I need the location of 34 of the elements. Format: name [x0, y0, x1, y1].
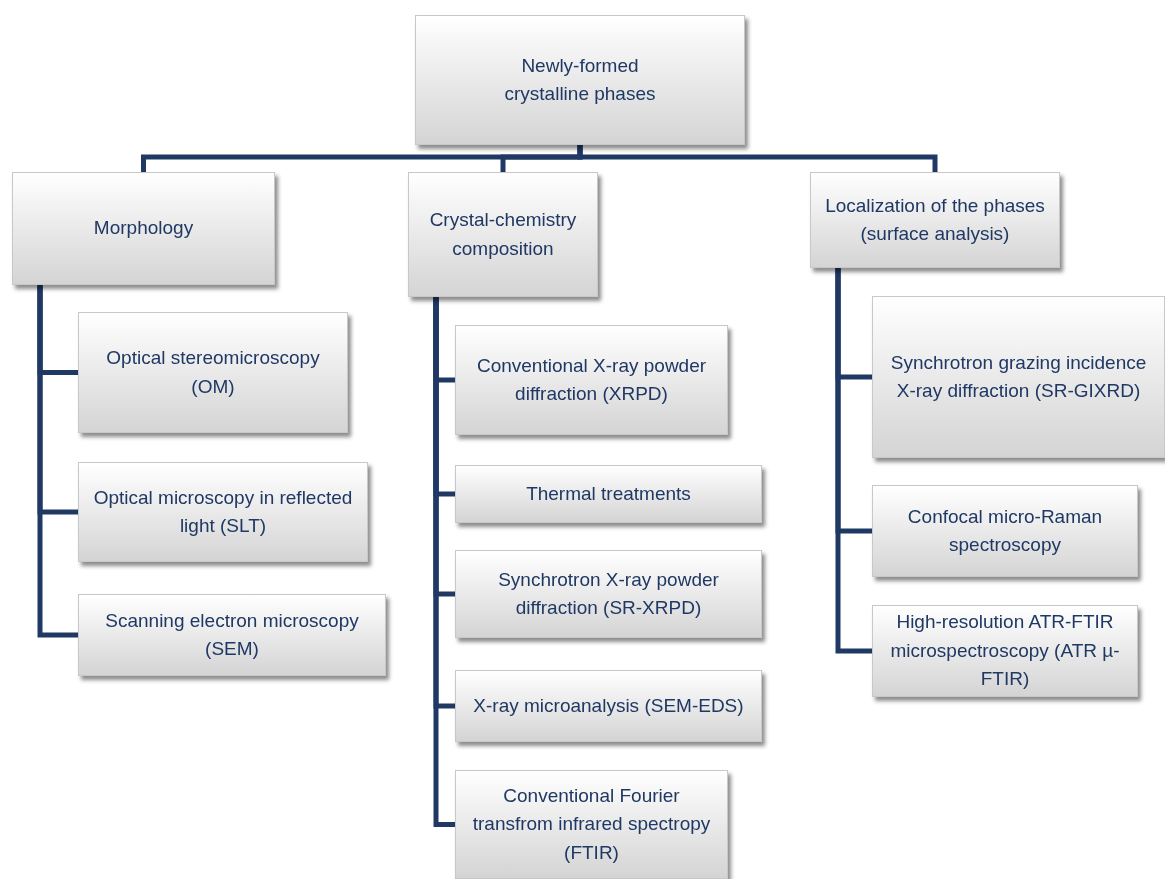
box-label: Optical stereomicroscopy (OM): [105, 346, 321, 399]
process-box: [872, 485, 1138, 577]
process-box: [415, 15, 745, 145]
box-label: Newly-formed crystalline phases: [503, 53, 657, 106]
box-label: Conventional Fourier transfrom infrared spectropy (FTIR): [471, 783, 712, 865]
box-label: Conventional X-ray powder diffraction (XRPD): [475, 353, 708, 406]
process-box: [872, 296, 1165, 458]
process-box: [455, 670, 762, 742]
box-label: Scanning electron microscopy (SEM): [104, 608, 360, 661]
process-box: [455, 550, 762, 638]
process-box: [408, 172, 598, 297]
process-box: [78, 594, 386, 676]
process-box: [78, 312, 348, 433]
box-label: Confocal micro-Raman spectroscopy: [906, 504, 1104, 557]
box-label: Localization of the phases (surface analysis): [824, 193, 1046, 246]
connector-line: [433, 297, 455, 827]
box-label: Thermal treatments: [526, 481, 691, 506]
connector-line: [577, 145, 938, 172]
box-label: Morphology: [93, 216, 194, 241]
process-box: [78, 462, 368, 562]
process-box: [455, 325, 728, 435]
box-label: Synchrotron X-ray powder diffraction (SR-XRPD): [497, 567, 720, 620]
process-box: [455, 465, 762, 523]
connector-line: [37, 285, 78, 638]
box-label: Optical microscopy in reflected light (SLT): [92, 485, 354, 538]
connector-line: [835, 268, 872, 654]
box-label: Synchrotron grazing incidence X-ray diffraction (SR-GIXRD): [889, 350, 1148, 403]
process-box: [455, 770, 728, 879]
process-box: [810, 172, 1060, 268]
process-box: [12, 172, 275, 285]
box-label: High-resolution ATR-FTIR microspectroscopy (ATR µ-FTIR): [889, 610, 1121, 692]
process-box: [872, 605, 1138, 697]
box-label: X-ray microanalysis (SEM-EDS): [473, 693, 744, 718]
box-label: Crystal-chemistry composition: [428, 208, 578, 261]
